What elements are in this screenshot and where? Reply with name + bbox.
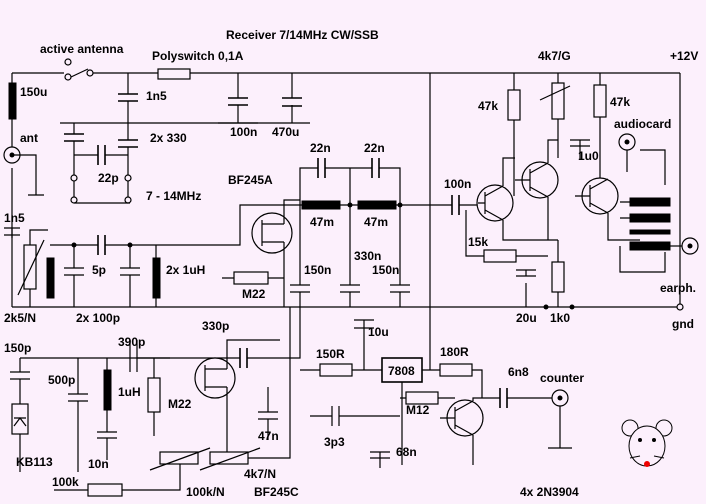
transistor-q1	[476, 184, 514, 222]
label-15k: 15k	[468, 235, 488, 249]
label-22n-a: 22n	[310, 141, 331, 155]
label-bf245c: BF245C	[254, 485, 299, 499]
inductor-47m-a	[301, 200, 341, 210]
label-500p: 500p	[48, 373, 75, 387]
resistor-150r	[319, 363, 353, 377]
resistor-47k-a	[507, 89, 521, 121]
varicap-kb113	[11, 403, 29, 435]
pot-4k7n[interactable]	[209, 451, 249, 465]
inductor-47m-b	[357, 200, 397, 210]
label-150r: 150R	[316, 347, 345, 361]
potentiometer-2k5[interactable]	[23, 244, 37, 290]
label-audiocard: audiocard	[614, 117, 671, 131]
label-100n-audio: 100n	[444, 177, 471, 191]
inductor-2x1uh	[152, 257, 161, 299]
resistor-m22-mixer	[233, 271, 269, 285]
label-180r: 180R	[440, 345, 469, 359]
mouse-logo	[621, 419, 673, 467]
label-2x100p: 2x 100p	[76, 311, 120, 325]
label-20u: 20u	[516, 311, 537, 325]
label-5p: 5p	[92, 263, 106, 277]
label-10u: 10u	[368, 325, 389, 339]
transformer-core	[629, 229, 671, 235]
input-coil	[46, 257, 55, 299]
label-100k: 100k	[52, 475, 79, 489]
label-1n5-top: 1n5	[146, 89, 167, 103]
fet-bf245c	[194, 357, 236, 399]
transformer-coil-c	[629, 241, 671, 251]
label-150u: 150u	[20, 85, 47, 99]
label-3p3: 3p3	[324, 435, 345, 449]
label-1uh: 1uH	[118, 385, 141, 399]
switch-contact[interactable]	[64, 58, 72, 66]
schematic-title: Receiver 7/14MHz CW/SSB	[226, 28, 379, 42]
label-counter: counter	[540, 371, 584, 385]
label-330n: 330n	[354, 249, 381, 263]
label-band: 7 - 14MHz	[146, 189, 201, 203]
label-kb113: KB113	[16, 455, 53, 469]
label-1n5-ant: 1n5	[4, 211, 25, 225]
inductor-150u	[8, 82, 17, 120]
label-2k5n: 2k5/N	[4, 311, 36, 325]
label-1u0: 1u0	[578, 149, 599, 163]
label-7808: 7808	[388, 364, 415, 378]
pot-100k[interactable]	[159, 451, 199, 465]
label-150n-a: 150n	[304, 263, 331, 277]
resistor-1k0	[551, 261, 565, 293]
label-earph: earph.	[660, 281, 696, 295]
label-100n-supply: 100n	[230, 125, 257, 139]
label-6n8: 6n8	[508, 365, 529, 379]
label-22p: 22p	[98, 171, 119, 185]
fet-bf245a	[251, 212, 293, 254]
resistor-180r	[439, 363, 473, 377]
label-330p: 330p	[202, 319, 229, 333]
label-22n-b: 22n	[364, 141, 385, 155]
label-47n: 47n	[258, 429, 279, 443]
label-2x330: 2x 330	[150, 131, 187, 145]
label-47k-a: 47k	[478, 99, 498, 113]
pot-4k7g[interactable]	[551, 82, 565, 120]
label-m22-mixer: M22	[242, 287, 266, 301]
label-pot-4k7g: 4k7/G	[538, 49, 571, 63]
resistor-m22-osc	[147, 377, 161, 413]
label-m22-osc: M22	[168, 397, 192, 411]
label-47m-b: 47m	[364, 215, 388, 229]
resistor-100k	[87, 483, 123, 497]
label-m12: M12	[406, 403, 430, 417]
switch-contact[interactable]	[86, 69, 94, 77]
label-gnd: gnd	[672, 317, 694, 331]
label-470u: 470u	[272, 125, 299, 139]
label-ant: ant	[20, 131, 38, 145]
resistor-15k	[483, 249, 517, 263]
label-1k0: 1k0	[550, 311, 570, 325]
label-150n-b: 150n	[372, 263, 399, 277]
label-10n: 10n	[88, 457, 109, 471]
label-transistors: 4x 2N3904	[520, 485, 579, 499]
label-390p: 390p	[118, 335, 145, 349]
label-2x1uh: 2x 1uH	[166, 263, 205, 277]
label-150p: 150p	[4, 341, 31, 355]
label-47k-b: 47k	[610, 95, 630, 109]
label-active-antenna: active antenna	[40, 42, 124, 56]
label-polyswitch: Polyswitch 0,1A	[152, 49, 244, 63]
label-47m-a: 47m	[310, 215, 334, 229]
transformer-coil-a	[629, 197, 671, 207]
resistor-47k-b	[593, 84, 607, 118]
transformer-coil-b	[629, 213, 671, 223]
antenna-switch[interactable]	[70, 68, 89, 78]
inductor-1uh	[103, 369, 112, 411]
label-4k7n: 4k7/N	[244, 467, 276, 481]
polyswitch-fuse	[157, 68, 191, 80]
label-bf245a: BF245A	[228, 173, 273, 187]
label-100kn: 100k/N	[186, 485, 225, 499]
label-plus12v: +12V	[670, 49, 698, 63]
switch-contact[interactable]	[64, 73, 72, 81]
label-68n: 68n	[396, 445, 417, 459]
